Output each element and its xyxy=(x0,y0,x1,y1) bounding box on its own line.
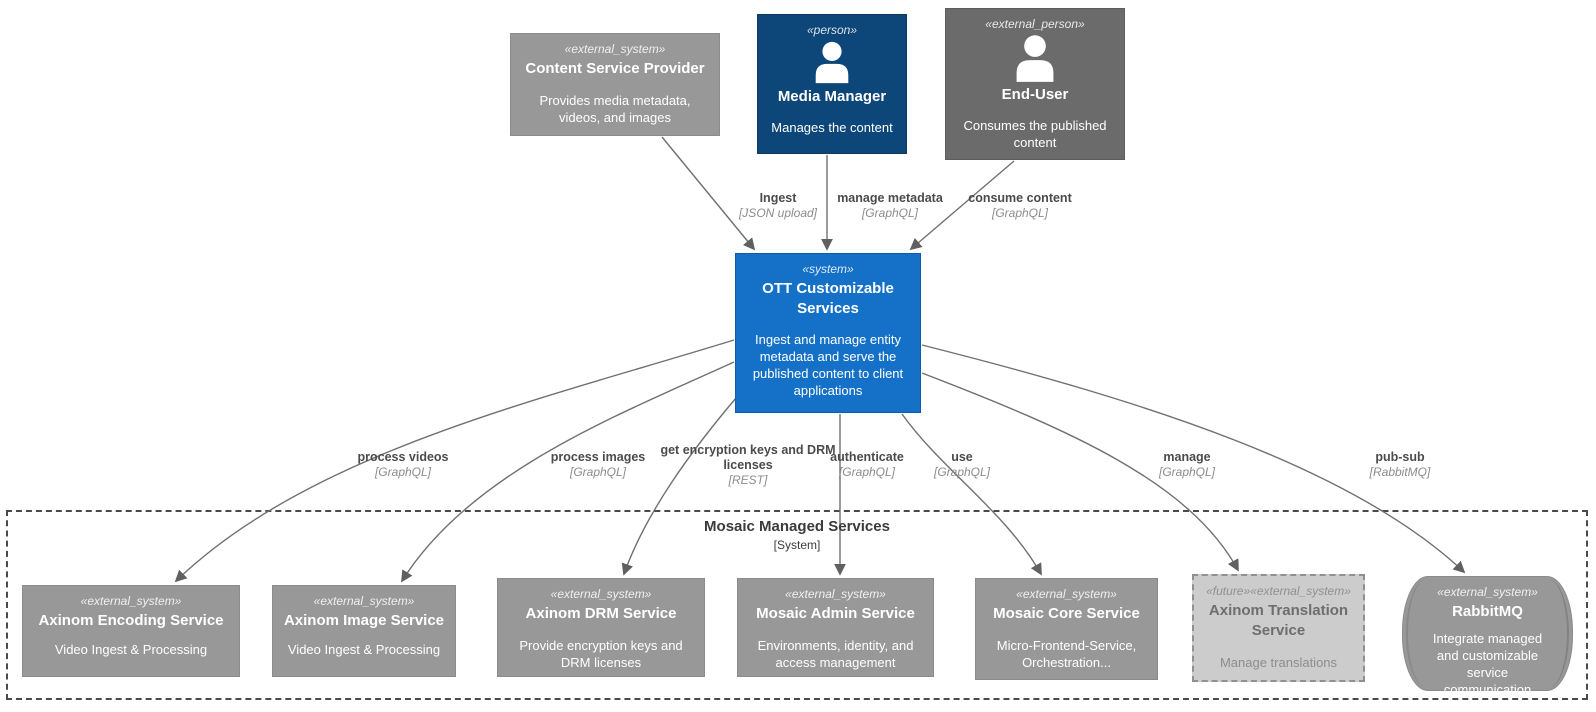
edge-name: consume content xyxy=(968,191,1072,205)
edge-label-use: use [GraphQL] xyxy=(934,450,990,480)
node-title: Axinom DRM Service xyxy=(525,605,677,622)
edge-technology: [GraphQL] xyxy=(933,465,991,479)
stereotype-label: «external_system» xyxy=(1437,585,1538,599)
edge-label-consume-content: consume content [GraphQL] xyxy=(968,191,1072,221)
edge-consume-content-line xyxy=(909,160,1015,251)
node-description: Environments, identity, and access manag… xyxy=(757,638,914,670)
edge-label-get-encryption-keys: get encryption keys and DRM licenses [RE… xyxy=(660,443,836,488)
node-description: Consumes the published content xyxy=(963,118,1107,150)
person-icon xyxy=(1016,35,1054,82)
node-title: Axinom Translation Service xyxy=(1208,602,1349,639)
edge-name: manage metadata xyxy=(837,191,943,205)
node-title: Mosaic Admin Service xyxy=(756,605,915,622)
edge-technology: [GraphQL] xyxy=(1158,465,1216,479)
stereotype-label: «system» xyxy=(802,262,854,276)
node-axinom-translation-service: «future»«external_system» Axinom Transla… xyxy=(1192,574,1365,682)
node-description: Ingest and manage entity metadata and se… xyxy=(752,332,904,398)
person-icon xyxy=(815,41,849,84)
edge-technology: [JSON upload] xyxy=(738,206,818,220)
edge-name: Ingest xyxy=(759,191,797,205)
edge-process-videos-line xyxy=(174,339,735,583)
edge-label-ingest: Ingest [JSON upload] xyxy=(739,191,817,221)
node-title: Mosaic Core Service xyxy=(993,605,1140,622)
stereotype-label: «person» xyxy=(806,23,858,37)
node-title: Axinom Encoding Service xyxy=(38,612,224,629)
edge-manage-line xyxy=(921,372,1239,572)
stereotype-label: «external_person» xyxy=(985,17,1085,31)
node-content-service-provider: «external_system» Content Service Provid… xyxy=(510,33,720,136)
boundary-mosaic-managed-services xyxy=(6,510,1588,700)
node-ott-customizable-services: «system» OTT Customizable Services Inges… xyxy=(735,253,921,413)
node-title: Media Manager xyxy=(777,88,887,105)
edge-technology: [GraphQL] xyxy=(838,465,896,479)
boundary-title: Mosaic Managed Services xyxy=(704,518,890,535)
boundary-subtitle: [System] xyxy=(773,538,821,552)
edge-label-process-videos: process videos [GraphQL] xyxy=(357,450,448,480)
edge-name: pub-sub xyxy=(1375,450,1425,464)
edge-label-authenticate: authenticate [GraphQL] xyxy=(830,450,904,480)
edge-name: get encryption keys and DRM licenses xyxy=(660,443,836,472)
edge-name: process videos xyxy=(357,450,449,464)
node-media-manager: «person» Media Manager Manages the conte… xyxy=(757,14,907,154)
node-end-user: «external_person» End-User Consumes the … xyxy=(945,8,1125,160)
edge-process-images-line xyxy=(401,361,735,583)
node-description: Manage translations xyxy=(1219,655,1338,670)
edge-technology: [GraphQL] xyxy=(569,465,627,479)
stereotype-label: «external_system» xyxy=(564,42,666,56)
node-description: Provides media metadata, videos, and ima… xyxy=(539,93,691,125)
node-title: Content Service Provider xyxy=(525,60,705,77)
edge-technology: [GraphQL] xyxy=(991,206,1049,220)
node-title: Axinom Image Service xyxy=(283,612,445,629)
edge-name: use xyxy=(951,450,973,464)
node-title: End-User xyxy=(1001,86,1069,103)
node-description: Provide encryption keys and DRM licenses xyxy=(519,638,683,670)
edge-technology: [RabbitMQ] xyxy=(1369,465,1431,479)
node-rabbitmq-queue: «external_system» RabbitMQ Integrate man… xyxy=(1402,576,1573,697)
stereotype-label: «external_system» xyxy=(313,594,415,608)
node-axinom-encoding-service: «external_system» Axinom Encoding Servic… xyxy=(22,585,240,677)
stereotype-label: «external_system» xyxy=(80,594,182,608)
edge-technology: [GraphQL] xyxy=(374,465,432,479)
stereotype-label: «external_system» xyxy=(550,587,652,601)
node-axinom-image-service: «external_system» Axinom Image Service V… xyxy=(272,585,456,677)
edge-drm-keys-line xyxy=(621,397,737,576)
edge-name: manage xyxy=(1163,450,1211,464)
edge-label-manage-metadata: manage metadata [GraphQL] xyxy=(837,191,943,221)
node-description: Manages the content xyxy=(771,120,893,135)
node-title: OTT Customizable Services xyxy=(762,280,894,317)
node-description: Integrate managed and customizable servi… xyxy=(1432,631,1543,697)
stereotype-label: «future»«external_system» xyxy=(1206,584,1351,598)
node-description: Video Ingest & Processing xyxy=(287,642,441,657)
edge-label-process-images: process images [GraphQL] xyxy=(551,450,646,480)
edge-technology: [GraphQL] xyxy=(861,206,919,220)
edge-ingest-line xyxy=(661,136,756,251)
node-axinom-drm-service: «external_system» Axinom DRM Service Pro… xyxy=(497,578,705,677)
edge-label-pub-sub: pub-sub [RabbitMQ] xyxy=(1370,450,1431,480)
node-mosaic-admin-service: «external_system» Mosaic Admin Service E… xyxy=(737,578,934,677)
edge-name: authenticate xyxy=(830,450,904,464)
stereotype-label: «external_system» xyxy=(1016,587,1117,601)
node-mosaic-core-service: «external_system» Mosaic Core Service Mi… xyxy=(975,578,1158,680)
edge-technology: [REST] xyxy=(728,473,768,487)
node-description: Video Ingest & Processing xyxy=(54,642,208,657)
edge-label-manage: manage [GraphQL] xyxy=(1159,450,1215,480)
edge-pub-sub-line xyxy=(921,344,1466,574)
edge-use-line xyxy=(901,413,1042,576)
node-title: RabbitMQ xyxy=(1452,603,1523,620)
edge-name: process images xyxy=(550,450,646,464)
node-description: Micro-Frontend-Service, Orchestration... xyxy=(996,638,1137,670)
stereotype-label: «external_system» xyxy=(785,587,886,601)
